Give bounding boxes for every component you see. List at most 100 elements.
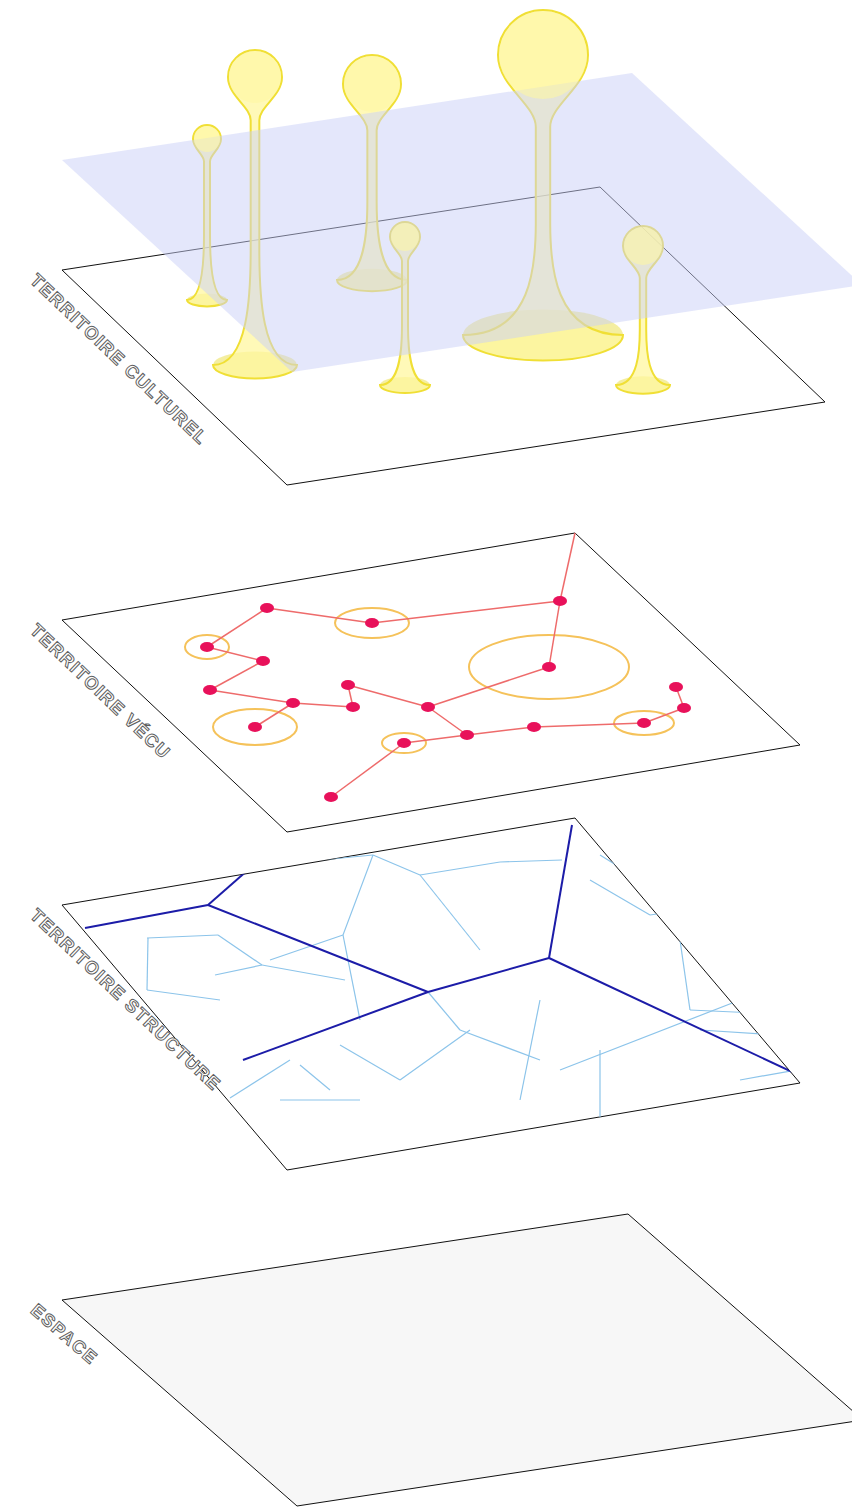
minor-link (280, 1099, 360, 1100)
route-line (348, 685, 428, 707)
major-link (243, 992, 428, 1060)
minor-link (770, 870, 852, 880)
minor-link (428, 992, 460, 1030)
layer-label: ESPACE (27, 1300, 102, 1369)
route-line (372, 601, 560, 623)
influence-ring (382, 733, 426, 753)
major-link (428, 958, 549, 992)
culture-bulb-top (344, 56, 400, 112)
place-dot (203, 685, 217, 695)
minor-link (300, 1065, 330, 1090)
minor-link (195, 1080, 200, 1130)
place-dot (324, 792, 338, 802)
route-line (404, 735, 467, 743)
minor-link (680, 940, 690, 1010)
structure-plane (62, 818, 800, 1170)
route-line (267, 608, 372, 623)
route-line (467, 727, 534, 735)
route-line (331, 743, 404, 797)
major-link (549, 958, 852, 1100)
minor-link (147, 938, 148, 990)
place-dot (677, 703, 691, 713)
minor-link (740, 1060, 852, 1080)
influence-ring (335, 608, 409, 638)
minor-link (270, 935, 343, 960)
place-dot (460, 730, 474, 740)
route-line (534, 723, 644, 727)
major-link (208, 905, 428, 992)
major-link (208, 819, 306, 905)
minor-link (340, 1045, 400, 1080)
influence-ring (185, 635, 229, 659)
minor-link (640, 865, 690, 880)
route-line (210, 690, 293, 703)
place-dot (421, 702, 435, 712)
minor-link (160, 1110, 200, 1130)
route-line (428, 667, 549, 707)
place-dot (341, 680, 355, 690)
structure-network (85, 819, 852, 1140)
minor-link (100, 1095, 215, 1100)
influence-ring (213, 709, 297, 745)
place-dot (286, 698, 300, 708)
place-dot (553, 596, 567, 606)
minor-link (400, 1030, 470, 1080)
culture-bulb-top (499, 11, 587, 99)
minor-link (520, 1000, 540, 1100)
minor-link (460, 1030, 540, 1060)
minor-link (215, 965, 262, 975)
minor-link (343, 855, 373, 935)
minor-link (680, 935, 760, 940)
minor-link (147, 990, 220, 1000)
place-dot (637, 718, 651, 728)
place-dot (256, 656, 270, 666)
minor-link (373, 855, 420, 875)
minor-link (230, 1060, 290, 1098)
route-line (210, 661, 263, 690)
space-plane (62, 1214, 852, 1506)
minor-link (147, 935, 218, 938)
minor-link (650, 905, 720, 915)
minor-link (720, 870, 770, 905)
place-dot (669, 682, 683, 692)
place-dot (397, 738, 411, 748)
place-dot (200, 642, 214, 652)
route-line (428, 707, 467, 735)
minor-link (420, 875, 480, 950)
minor-link (262, 965, 345, 980)
minor-link (300, 855, 373, 862)
minor-link (500, 860, 562, 862)
minor-link (599, 1050, 600, 1120)
minor-link (590, 880, 650, 915)
major-link (85, 905, 208, 928)
minor-link (600, 855, 640, 880)
place-dot (346, 702, 360, 712)
route-line (207, 647, 263, 661)
minor-link (343, 935, 360, 1020)
layer-label: TERRITOIRE STRUCTURE (26, 905, 225, 1095)
culture-bulb-top (391, 223, 419, 251)
route-line (207, 608, 267, 647)
place-dot (365, 618, 379, 628)
culture-bulb-top (229, 51, 281, 103)
cultural-sheet (62, 73, 852, 372)
place-dot (248, 722, 262, 732)
culture-bulb-top (194, 126, 220, 152)
place-dot (542, 662, 556, 672)
major-link (549, 825, 572, 958)
route-line (549, 601, 560, 667)
place-dot (260, 603, 274, 613)
route-line (293, 703, 353, 707)
lived-plane (62, 533, 800, 832)
minor-link (200, 1110, 240, 1140)
route-line (255, 703, 293, 727)
minor-link (218, 935, 262, 965)
influence-ring (469, 635, 629, 699)
route-line (560, 533, 575, 601)
place-dot (527, 722, 541, 732)
minor-link (420, 862, 500, 875)
culture-bulb-top (624, 227, 662, 265)
layer-label: TERRITOIRE CULTUREL (26, 270, 212, 449)
